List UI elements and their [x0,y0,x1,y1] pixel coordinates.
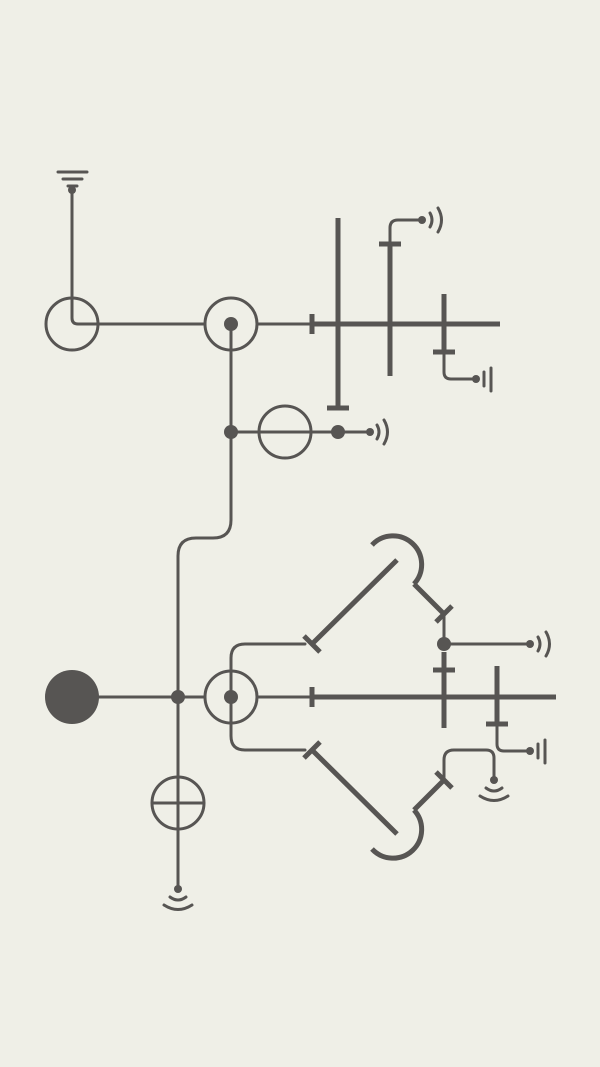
antenna-ground-icon[interactable] [56,170,100,326]
source-node[interactable] [45,670,99,724]
upper-circuit [44,170,500,699]
wire-to-receiver [442,748,496,782]
wire-branch-up [229,642,307,699]
ground-receiver-icon [526,738,547,765]
wire-emitter-top [388,218,420,246]
wire-trunk [176,322,233,699]
lower-circuit [45,533,556,911]
wave-emitter-icon [418,206,443,234]
wire-branch-down [229,695,307,752]
diagonal-beam-lower[interactable] [302,740,454,861]
wave-emitter-icon [366,418,389,446]
wire-ground-top [442,350,474,381]
curved-receiver-icon [162,885,194,911]
wire-ground-lower [495,722,528,753]
curved-receiver-icon [478,776,510,802]
wave-emitter-icon [526,630,551,658]
ground-receiver-icon [472,366,493,393]
diagonal-beam-upper[interactable] [302,533,454,654]
